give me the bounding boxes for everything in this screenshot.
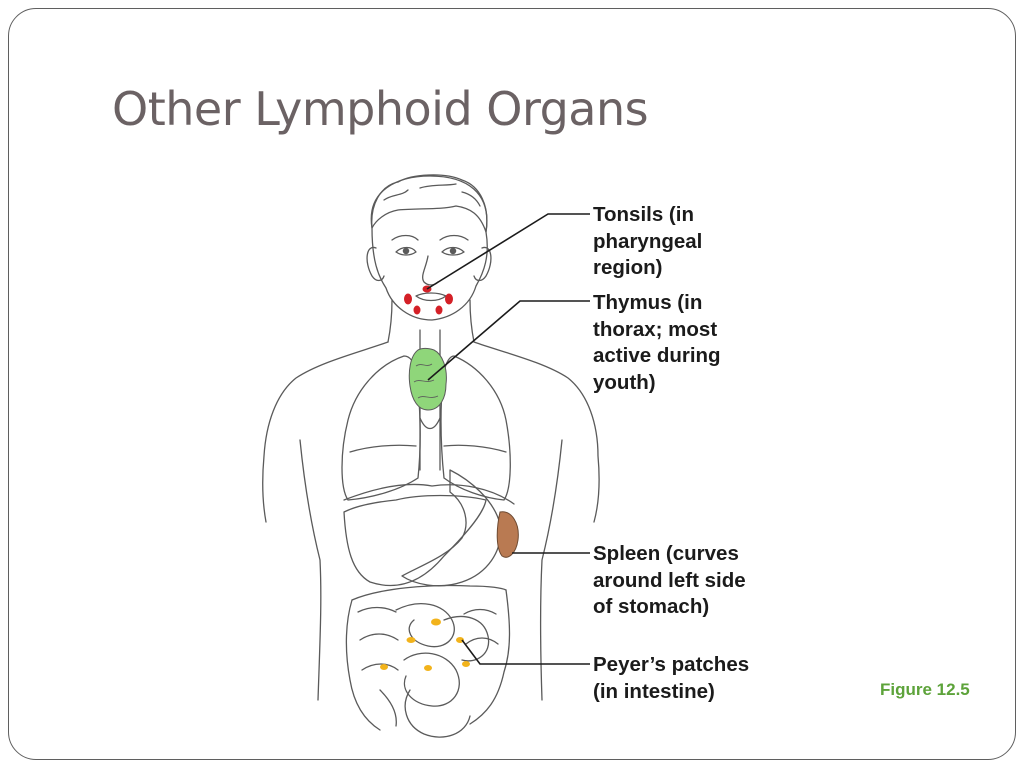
left-ear — [366, 246, 385, 282]
slide-frame — [8, 8, 1016, 760]
right-ear — [473, 246, 492, 282]
figure-caption: Figure 12.5 — [880, 680, 970, 699]
peyers-patches-label: Peyer’s patches (in intestine) — [593, 653, 750, 703]
hair-outline — [371, 174, 488, 233]
tonsils-marks — [404, 285, 453, 315]
stomach — [401, 469, 502, 587]
spleen-organ — [496, 511, 519, 558]
peyers-patches-marks — [380, 618, 470, 671]
spleen-label: Spleen (curves around left side of stoma… — [593, 542, 746, 618]
left-lung — [440, 355, 511, 501]
thymus-leader-line — [427, 300, 590, 381]
tonsils-leader-line — [426, 213, 590, 290]
thymus-label: Thymus (in thorax; most active during yo… — [593, 291, 721, 394]
torso-outline — [262, 341, 600, 523]
tonsils-label: Tonsils (in pharyngeal region) — [593, 203, 703, 279]
neck-outline — [387, 299, 475, 343]
small-intestine — [395, 603, 490, 738]
large-intestine — [345, 589, 511, 731]
liver — [343, 494, 487, 587]
right-lung — [341, 355, 421, 501]
peyers-patches-leader-line — [461, 639, 590, 665]
head-outline — [370, 175, 488, 321]
slide-title: Other Lymphoid Organs — [112, 82, 649, 136]
